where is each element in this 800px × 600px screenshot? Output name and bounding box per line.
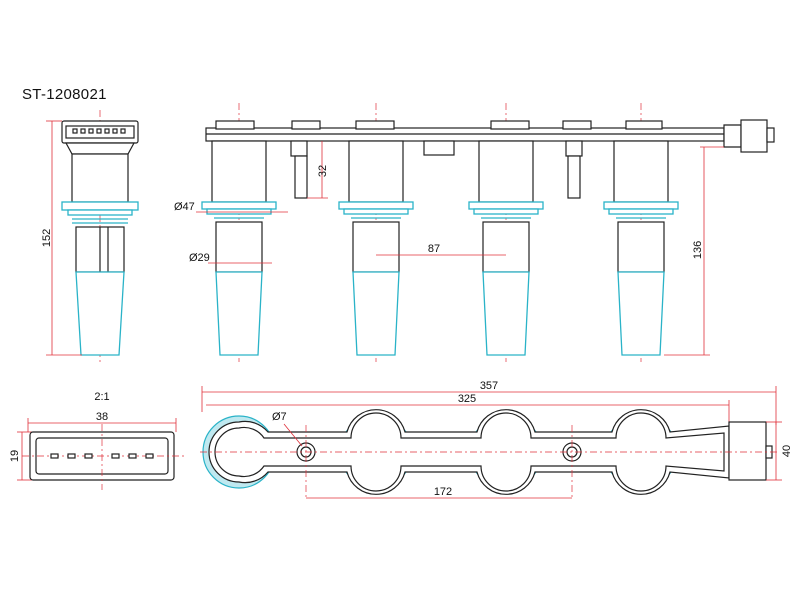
side-view-flange bbox=[61, 201, 139, 211]
mount-lug-right bbox=[565, 140, 583, 157]
rail-connector bbox=[723, 124, 742, 148]
mount-lug-left bbox=[290, 140, 308, 157]
body-height-label: 136 bbox=[692, 241, 704, 259]
rail-width-label: 40 bbox=[781, 445, 793, 457]
boot-diameter-label: Ø29 bbox=[189, 252, 210, 264]
center-tab bbox=[423, 140, 455, 156]
overall-height-label: 152 bbox=[41, 229, 53, 247]
overall-length-label: 357 bbox=[480, 380, 498, 392]
head-height-label: 32 bbox=[317, 165, 329, 177]
rail-connector-plug bbox=[740, 119, 768, 153]
side-view-boot bbox=[75, 271, 125, 356]
flange-diameter-label: Ø47 bbox=[174, 201, 195, 213]
connector-pins bbox=[50, 453, 154, 459]
connector-detail: 2:1 38 19 bbox=[9, 391, 184, 490]
rail-end-connector bbox=[728, 421, 767, 481]
side-view-taper bbox=[64, 142, 136, 155]
side-view-body bbox=[71, 153, 129, 203]
top-view: 357 325 Ø7 bbox=[200, 380, 793, 500]
connector-scale-label: 2:1 bbox=[94, 391, 109, 403]
hole-diameter-leader bbox=[283, 423, 303, 447]
rail-bosses bbox=[215, 120, 663, 130]
side-view-connector-inner bbox=[65, 125, 135, 139]
part-number: ST-1208021 bbox=[22, 86, 107, 103]
hole-diameter-label: Ø7 bbox=[272, 411, 287, 423]
coil-1 bbox=[201, 140, 277, 356]
coil-pitch-label: 87 bbox=[428, 243, 440, 255]
coil-3 bbox=[468, 140, 544, 356]
side-view-flange-ring bbox=[67, 209, 133, 216]
rail-body bbox=[208, 409, 730, 495]
side-view: 152 bbox=[41, 110, 139, 362]
coil-2 bbox=[338, 140, 414, 356]
hole-spacing-label: 172 bbox=[434, 486, 452, 498]
connector-height-label: 19 bbox=[9, 450, 21, 462]
side-view-connector-pins bbox=[72, 128, 126, 134]
front-view: 32 Ø47 Ø29 87 136 bbox=[174, 103, 775, 362]
coil-4 bbox=[603, 140, 679, 356]
connector-width-label: 38 bbox=[96, 411, 108, 423]
mount-length-label: 325 bbox=[458, 393, 476, 405]
